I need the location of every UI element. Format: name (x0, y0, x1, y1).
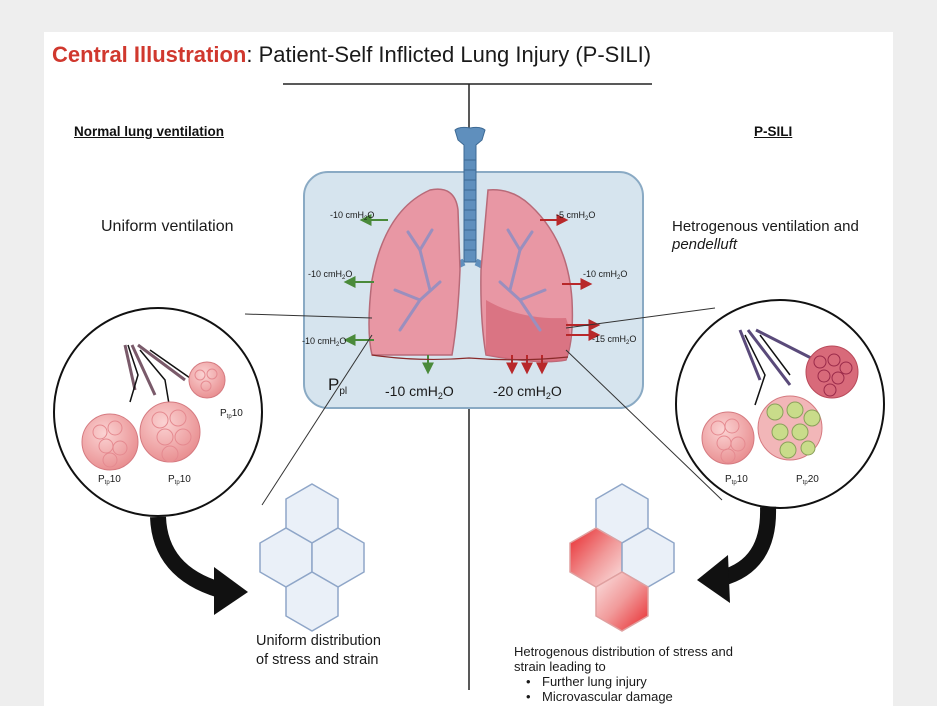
title-highlight: Central Illustration (52, 42, 247, 67)
right-hexagon-cluster (569, 483, 675, 632)
left-curved-arrow-icon (150, 516, 248, 615)
left-description: Uniform ventilation (101, 218, 234, 235)
title-rest: : Patient-Self Inflicted Lung Injury (P-… (246, 42, 652, 67)
left-outcome-line1: Uniform distribution (256, 633, 381, 649)
bullet-item: Further lung injury (526, 674, 733, 689)
left-hexagon-cluster (259, 483, 365, 632)
hexagon-cell (285, 571, 339, 632)
bottom-left-pressure: -10 cmH2O (385, 383, 454, 401)
right-outcome-line1: Hetrogenous distribution of stress and (514, 644, 733, 659)
bullet-item: Microvascular damage (526, 689, 733, 704)
figure-title: Central Illustration: Patient-Self Infli… (52, 42, 651, 68)
right-description-line1: Hetrogenous ventilation and (672, 218, 859, 235)
left-ptp-c: Ptp10 (168, 474, 191, 486)
right-lung-dependent-region (486, 300, 570, 362)
right-ptp-a: Ptp10 (725, 474, 748, 486)
left-ptp-b: Ptp10 (98, 474, 121, 486)
left-pressure-3: -10 cmH2O (302, 336, 346, 348)
left-outcome-line2: of stress and strain (256, 652, 379, 668)
right-description: Hetrogenous ventilation and pendelluft (672, 218, 859, 254)
zoom-connectors (244, 307, 723, 506)
left-pressure-1: -10 cmH2O (330, 210, 374, 222)
right-outcome-bullets: Further lung injury Microvascular damage (514, 674, 733, 704)
diaphragm-line (371, 354, 569, 361)
hexagon-cell-stressed (595, 571, 649, 632)
bronchial-tree (393, 228, 547, 332)
right-outcome: Hetrogenous distribution of stress and s… (514, 644, 733, 704)
right-alveoli-icon (701, 328, 859, 465)
right-pressure-3: -15 cmH2O (592, 334, 636, 346)
right-curved-arrow-icon (697, 506, 777, 603)
left-header: Normal lung ventilation (74, 124, 225, 139)
right-header: P-SILI (754, 124, 793, 139)
left-pressure-2: -10 cmH2O (308, 269, 352, 281)
right-pressure-2: -10 cmH2O (583, 269, 627, 281)
bottom-right-pressure: -20 cmH2O (493, 383, 562, 401)
left-alveoli-icon (81, 343, 226, 471)
left-outcome: Uniform distribution of stress and strai… (256, 632, 381, 670)
right-ptp-b: Ptp20 (796, 474, 819, 486)
right-pressure-1: -5 cmH2O (556, 210, 595, 222)
right-outcome-line2: strain leading to (514, 659, 606, 674)
left-ptp-a: Ptp10 (220, 408, 243, 420)
right-description-italic: pendelluft (672, 236, 738, 253)
ppl-label: Ppl (328, 375, 347, 397)
